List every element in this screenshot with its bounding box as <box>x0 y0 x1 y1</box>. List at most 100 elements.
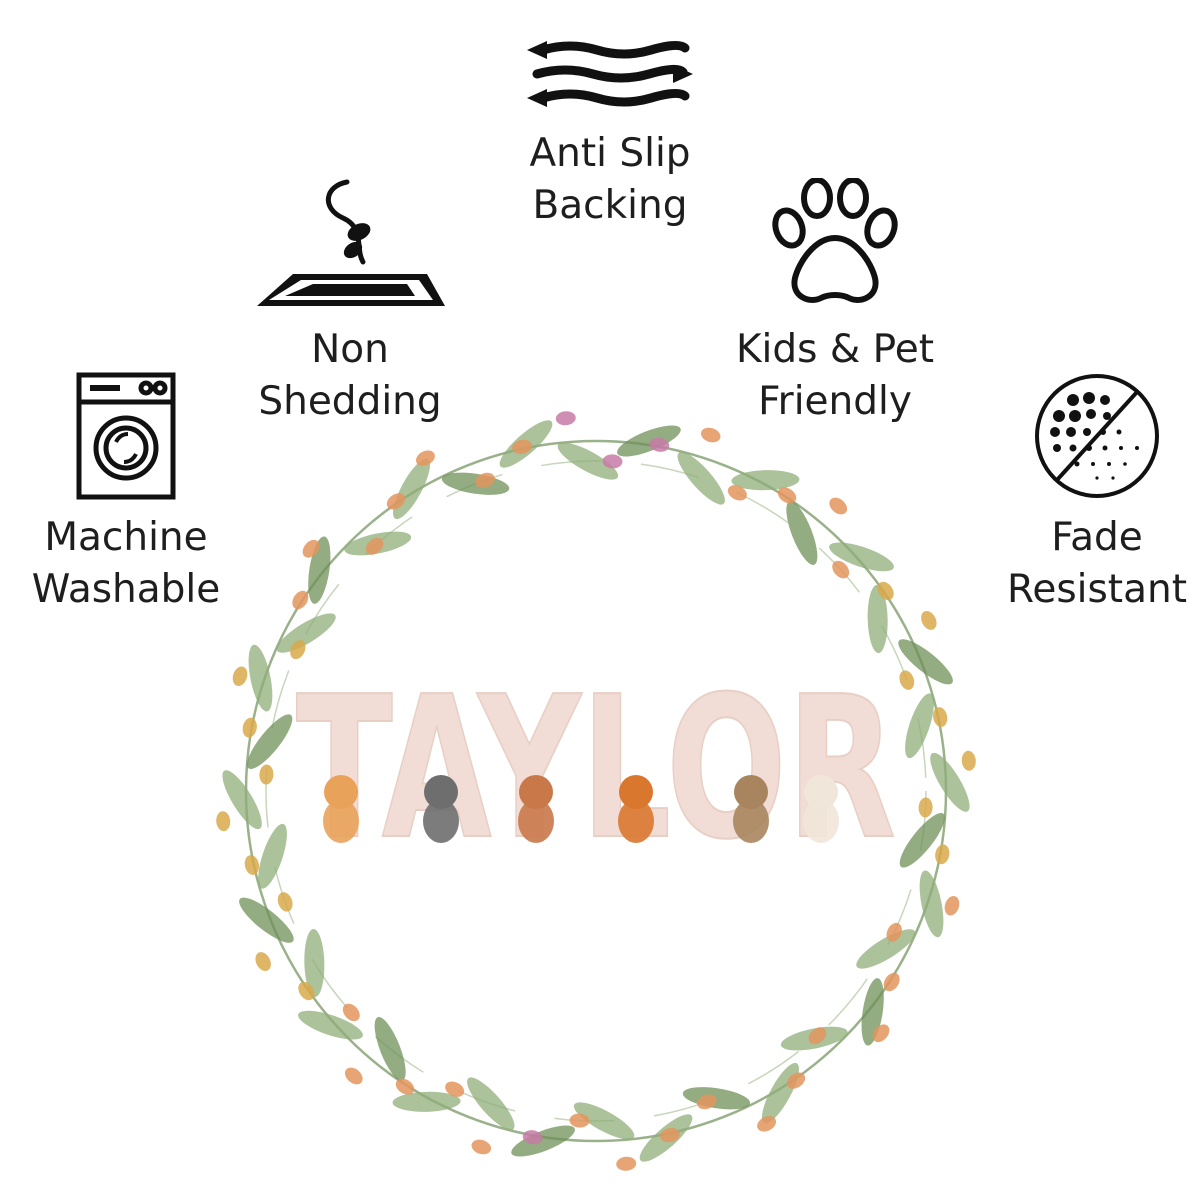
wreath-bud <box>921 610 937 630</box>
feature-label-line2: Backing <box>532 183 688 228</box>
wreath-leaf <box>298 1010 363 1040</box>
animal-head <box>619 775 653 809</box>
ant-animal <box>423 775 459 843</box>
wreath-bud <box>697 1094 717 1110</box>
wreath-bud <box>777 487 797 504</box>
wreath-leaf <box>304 928 325 997</box>
wreath-leaf <box>222 770 262 830</box>
animal-body <box>423 799 459 843</box>
wreath-bud <box>899 670 915 690</box>
wreath-leaf <box>467 1077 515 1131</box>
feature-kids-pet: Kids & Pet Friendly <box>690 178 980 428</box>
wreath-bud <box>883 972 900 992</box>
wreath-bud <box>365 537 384 555</box>
wreath-bud <box>877 581 894 601</box>
wreath-bud <box>616 1156 637 1171</box>
wreath-bud <box>342 1003 360 1022</box>
wreath-bud <box>602 454 623 469</box>
wreath-bud <box>259 764 274 785</box>
feature-label-line1: Fade <box>1051 515 1143 560</box>
wreath-bud <box>786 1072 806 1089</box>
wreath-bud <box>302 539 320 558</box>
wreath-bud <box>522 1130 543 1145</box>
paw-icon <box>772 178 898 303</box>
wreath-leaf <box>677 451 725 505</box>
wreath-leaf <box>248 644 273 712</box>
lion-animal <box>618 775 654 843</box>
wreath-bud <box>944 895 960 916</box>
wreath-bud <box>961 750 976 771</box>
feature-label-line2: Shedding <box>258 379 442 424</box>
wreath-leaf <box>899 813 945 868</box>
wreath-bud <box>475 472 495 488</box>
wreath-leaf <box>905 693 934 759</box>
wreath-leaf <box>247 714 293 769</box>
wreath-bud <box>290 640 306 660</box>
wreath-leaf <box>511 1125 575 1157</box>
wreath-leaf <box>919 870 944 938</box>
wreath-bud <box>292 590 309 610</box>
anti-slip-waves-icon <box>527 40 693 107</box>
animal-body <box>518 799 554 843</box>
fade-dots-icon <box>1035 374 1159 498</box>
wreath-bud <box>244 855 260 875</box>
feature-label-line1: Kids & Pet <box>735 327 935 372</box>
wreath-bud <box>395 1078 415 1095</box>
wreath-bud <box>232 666 248 687</box>
bear-animal <box>518 775 554 843</box>
wreath-bud <box>649 437 670 452</box>
floral-wreath <box>216 411 976 1171</box>
wreath-bud <box>569 1113 590 1128</box>
feature-label-line2: Resistant <box>1006 567 1187 612</box>
wreath-bud <box>277 892 293 912</box>
wreath-leaf <box>731 470 800 491</box>
wreath-bud <box>471 1139 492 1155</box>
wreath-bud <box>832 560 850 579</box>
feature-machine-washable: Machine Washable <box>8 372 244 616</box>
wreath-leaf <box>786 501 818 565</box>
bunny-animal <box>803 775 839 843</box>
wreath-bud <box>255 952 271 972</box>
wreath-bud <box>660 1127 680 1143</box>
animal-head <box>424 775 458 809</box>
wreath-leaf <box>867 585 888 654</box>
wreath-bud <box>757 1116 777 1132</box>
animal-head <box>804 775 838 809</box>
washing-machine-icon <box>76 372 176 500</box>
wreath-bud <box>386 493 406 510</box>
wreath-leaf <box>829 542 894 572</box>
wreath-leaf <box>392 1091 461 1112</box>
feature-label-line1: Machine <box>44 515 208 560</box>
round-rug: TAYLOR <box>206 401 986 1181</box>
wreath-bud <box>808 1027 827 1045</box>
wreath-bud <box>242 717 257 738</box>
wreath-leaf <box>898 639 953 685</box>
wreath-bud <box>216 811 231 832</box>
wreath-bud <box>935 844 950 865</box>
wreath-bud <box>829 497 848 515</box>
wreath-leaf <box>856 929 916 969</box>
animal-body <box>803 799 839 843</box>
wreath-leaf <box>573 1102 635 1140</box>
feature-label-line2: Washable <box>31 567 221 612</box>
rug-name-text: TAYLOR <box>296 655 896 883</box>
wreath-bud <box>298 981 315 1001</box>
wreath-bud <box>512 439 532 455</box>
wreath-bud <box>415 450 435 466</box>
animal-body <box>618 799 654 843</box>
wreath-bud <box>727 485 747 501</box>
animal-head <box>324 775 358 809</box>
feature-fade-resistant: Fade Resistant <box>990 372 1200 616</box>
animal-body <box>323 799 359 843</box>
wreath-leaf <box>557 442 619 480</box>
feature-label-line1: Anti Slip <box>529 131 691 176</box>
wreath-leaf <box>374 1017 406 1081</box>
vacuum-rug-icon <box>257 179 445 306</box>
feature-non-shedding: Non Shedding <box>200 178 500 428</box>
wreath-leaf <box>617 425 681 457</box>
rug-name: TAYLOR <box>295 654 897 884</box>
animal-head <box>734 775 768 809</box>
wreath-bud <box>344 1067 363 1085</box>
wreath-bud <box>932 707 948 727</box>
wreath-leaf <box>276 613 336 653</box>
